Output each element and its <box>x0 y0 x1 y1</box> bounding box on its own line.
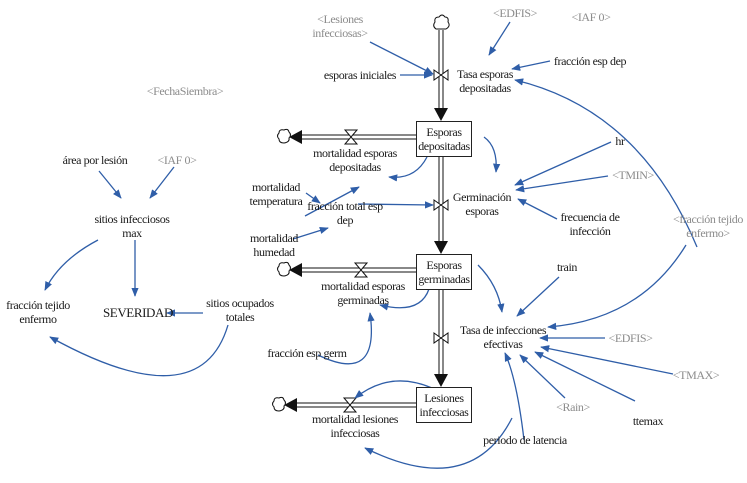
shadow-tmax[interactable]: <TMAX> <box>672 368 720 382</box>
link-arrow <box>98 170 122 199</box>
link-arrow <box>305 192 321 204</box>
link-arrow <box>511 60 551 71</box>
var-periodo-latencia[interactable]: periodo de latencia <box>483 433 567 447</box>
link-arrow <box>379 288 430 311</box>
shadow-edfis[interactable]: <EDFIS> <box>492 6 538 20</box>
link-arrow <box>317 312 375 365</box>
flow-tasa-infecciones-efectivas[interactable]: Tasa de infecciones efectivas <box>459 323 547 351</box>
var-train[interactable]: train <box>557 260 577 274</box>
stock-esporas-depositadas[interactable]: Esporas depositadas <box>416 121 472 157</box>
var-fraccion-esp-germ[interactable]: fracción esp germ <box>267 346 347 360</box>
flow-mortalidad-esporas-germinadas[interactable]: mortalidad esporas germinadas <box>321 279 405 307</box>
flow-pipe-mortalidad-lesiones-infecciosas <box>284 397 416 413</box>
shadow-fraccion-tejido-enfermo[interactable]: <fracción tejido enfermo> <box>672 212 743 240</box>
shadow-tmin[interactable]: <TMIN> <box>612 168 654 182</box>
link-arrow <box>483 136 501 173</box>
cloud-sink-icon <box>277 261 291 277</box>
stock-lesiones-infecciosas[interactable]: Lesiones infecciosas <box>416 387 472 423</box>
flow-tasa-esporas-depositadas[interactable]: Tasa esporas depositadas <box>456 67 513 95</box>
link-arrow <box>304 186 360 217</box>
shadow-rain[interactable]: <Rain> <box>556 400 590 414</box>
valve-tasa-esporas-depositadas-icon <box>433 69 449 81</box>
link-arrow <box>44 239 99 291</box>
link-arrow <box>357 201 434 209</box>
link-arrow <box>369 41 434 75</box>
link-arrow <box>364 417 513 469</box>
var-frecuencia-infeccion[interactable]: frecuencia de infección <box>560 210 620 238</box>
link-arrow <box>517 198 558 220</box>
var-hr[interactable]: hr <box>615 134 625 148</box>
shadow-iaf0[interactable]: <IAF 0> <box>571 10 611 24</box>
var-fraccion-total-esp-dep[interactable]: fracción total esp dep <box>307 199 383 227</box>
link-arrow <box>540 345 674 375</box>
var-mortalidad-temperatura[interactable]: mortalidad temperatura <box>249 180 303 208</box>
shadow-edfis[interactable]: <EDFIS> <box>608 331 653 345</box>
shadow-lesiones-infecciosas[interactable]: <Lesiones infecciosas> <box>312 12 368 40</box>
link-arrow <box>514 141 612 186</box>
flow-pipe-tasa-infecciones-efectivas <box>433 289 449 387</box>
link-arrow <box>534 351 636 402</box>
link-arrow <box>149 166 175 199</box>
var-sitios-infecciosos-max[interactable]: sitios infecciosos max <box>94 212 170 240</box>
flow-mortalidad-esporas-depositadas[interactable]: mortalidad esporas depositadas <box>313 146 397 174</box>
link-arrow <box>49 324 229 377</box>
flow-mortalidad-lesiones-infecciosas[interactable]: mortalidad lesiones infecciosas <box>311 412 399 440</box>
link-arrow <box>519 354 566 399</box>
link-arrow <box>516 276 560 317</box>
link-arrow <box>354 380 433 399</box>
link-arrow <box>488 21 511 56</box>
var-fraccion-tejido-enfermo[interactable]: fracción tejido enfermo <box>6 298 70 326</box>
link-arrow <box>477 264 505 313</box>
flow-pipe-tasa-esporas-depositadas <box>434 30 448 121</box>
flow-pipe-germinacion-esporas <box>433 157 449 254</box>
var-severidad[interactable]: SEVERIDAD <box>102 305 174 320</box>
flow-pipe-mortalidad-esporas-germinadas <box>289 262 416 278</box>
var-area-por-lesion[interactable]: área por lesión <box>62 153 128 167</box>
var-ttemax[interactable]: ttemax <box>632 414 664 428</box>
shadow-iaf0[interactable]: <IAF 0> <box>157 153 197 167</box>
link-arrow <box>504 352 525 441</box>
shadow-fecha-siembra[interactable]: <FechaSiembra> <box>146 84 224 98</box>
link-arrow <box>547 244 687 331</box>
link-arrow <box>515 175 609 193</box>
link-arrow <box>514 78 698 248</box>
flow-germinacion-esporas[interactable]: Germinación esporas <box>452 190 512 218</box>
flow-pipe-mortalidad-esporas-depositadas <box>289 129 416 145</box>
var-esporas-iniciales[interactable]: esporas iniciales <box>323 68 397 82</box>
var-fraccion-esp-dep[interactable]: fracción esp dep <box>553 54 627 68</box>
link-arrow <box>388 156 428 182</box>
var-mortalidad-humedad[interactable]: mortalidad humedad <box>250 231 298 259</box>
cloud-source-icon <box>433 14 450 30</box>
link-arrow <box>292 226 329 240</box>
var-sitios-ocupados-totales[interactable]: sitios ocupados totales <box>206 296 274 324</box>
cloud-sink-icon <box>277 128 291 144</box>
cloud-sink-icon <box>272 396 286 412</box>
stock-esporas-germinadas[interactable]: Esporas germinadas <box>416 254 472 290</box>
